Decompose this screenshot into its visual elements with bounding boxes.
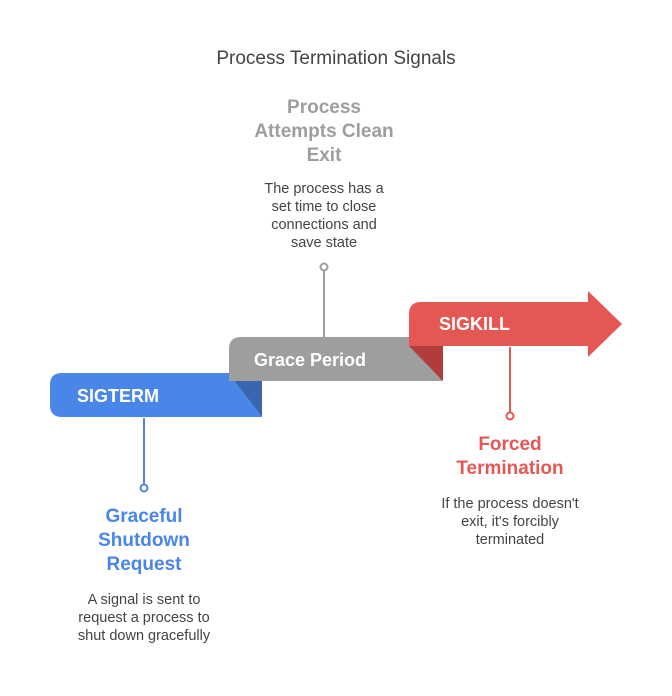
sigterm-step-shape (50, 373, 262, 417)
graceful-shutdown-description: A signal is sent to request a process to… (77, 592, 211, 644)
diagram-title: Process Termination Signals (216, 48, 456, 69)
sigkill-arrow-shape (409, 291, 622, 357)
clean-exit-title: Process Attempts Clean Exit (254, 97, 394, 166)
sigkill-label: SIGKILL (439, 314, 510, 334)
graceful-shutdown-title: Graceful Shutdown Request (98, 506, 190, 575)
forced-termination-title: Forced Termination (456, 434, 564, 479)
clean-exit-description: The process has a set time to close conn… (264, 181, 384, 251)
forced-termination-description: If the process doesn't exit, it's forcib… (441, 496, 579, 548)
sigkill-step-fold (409, 346, 443, 381)
grace-period-connector-dot (319, 262, 329, 272)
sigterm-label: SIGTERM (77, 386, 160, 406)
grace-period-step-shape (229, 337, 442, 381)
grace-period-label: Grace Period (254, 350, 367, 370)
sigterm-connector-dot (139, 483, 149, 493)
sigterm-step-fold (228, 373, 262, 417)
sigkill-connector-dot (505, 411, 515, 421)
